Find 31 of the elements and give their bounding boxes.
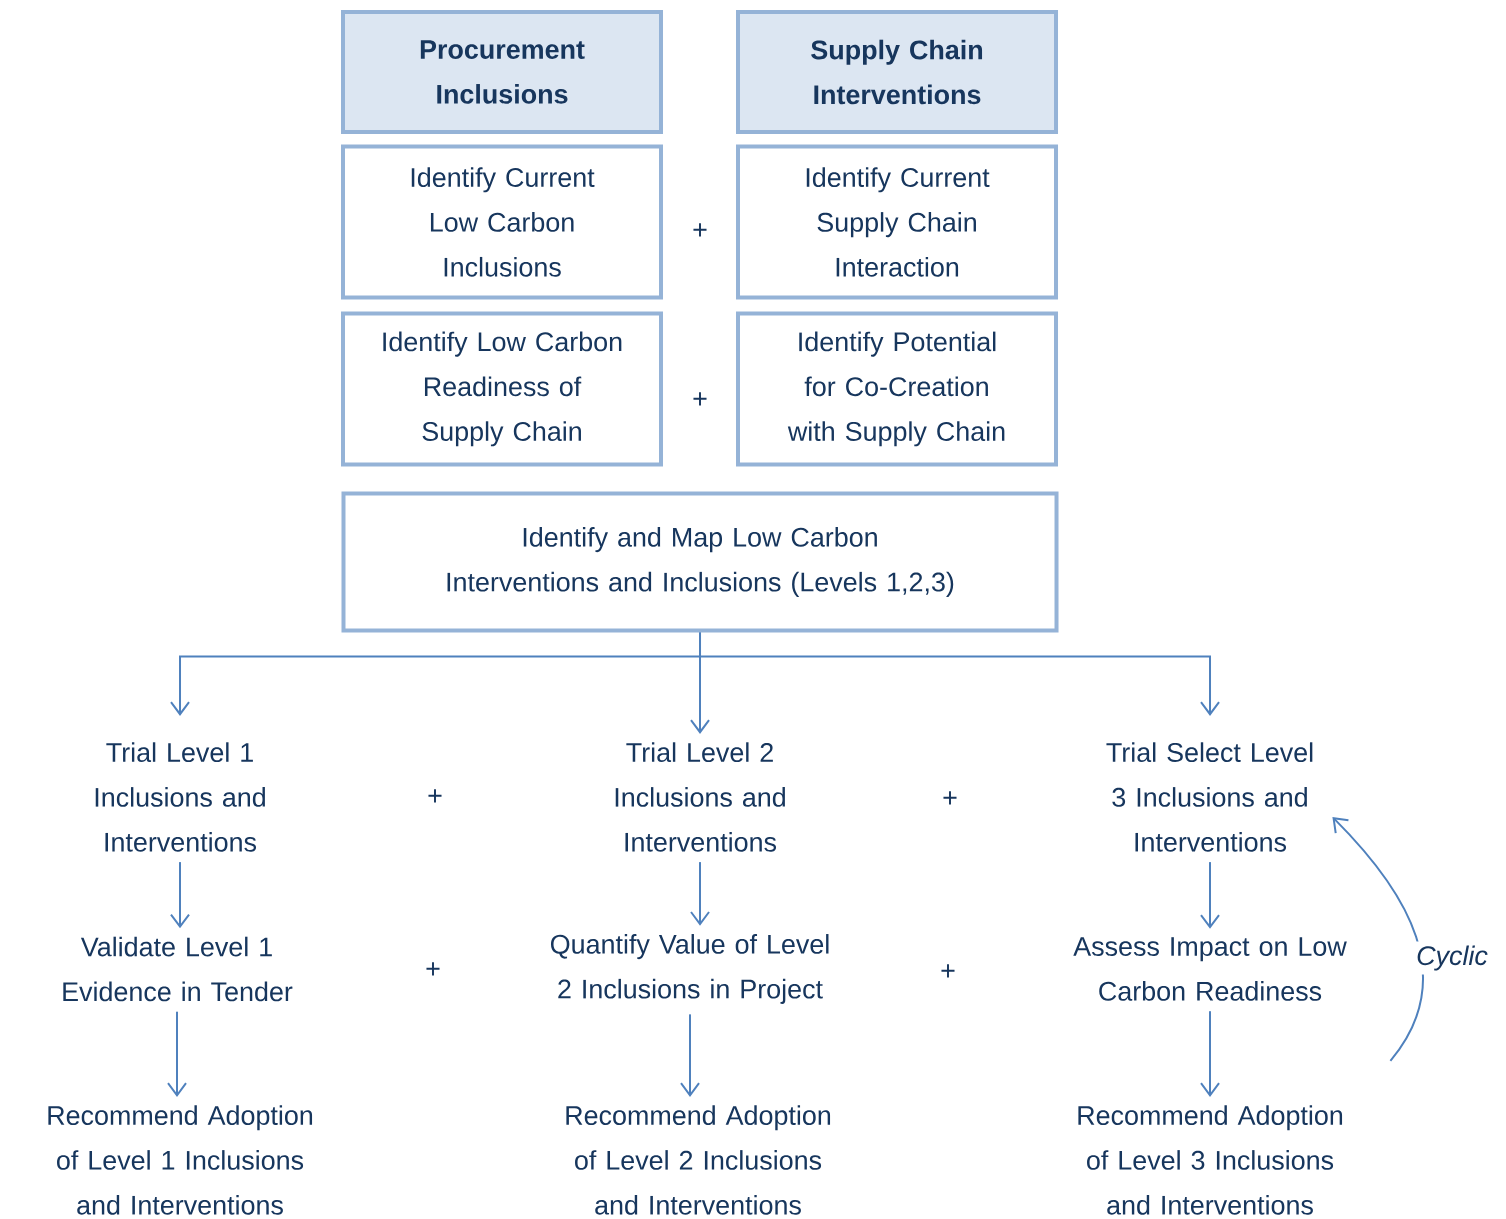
process-box: Identify Low Carbon Readiness of Supply Chain [341, 311, 663, 467]
process-box: Identify and Map Low Carbon Interventions and Inclusions (Levels 1,2,3) [341, 491, 1059, 633]
arrow [170, 861, 190, 929]
step-text: Recommend Adoption of Level 1 Inclusions and Interventions [48, 1105, 313, 1215]
arrow [699, 631, 1220, 716]
header-box: Procurement Inclusions [341, 10, 663, 134]
step-text: Trial Select Level 3 Inclusions and Interventions [1106, 742, 1313, 852]
step-text: Trial Level 1 Inclusions and Interventions [95, 742, 265, 852]
step-text: Assess Impact on Low Carbon Readiness [1073, 937, 1347, 1001]
step-text: Recommend Adoption of Level 3 Inclusions and Interventions [1078, 1105, 1343, 1215]
plus-sign: + [693, 392, 707, 406]
process-box: Identify Potential for Co-Creation with Supply Chain [736, 311, 1058, 467]
step-text: Quantify Value of Level 2 Inclusions in Project [551, 934, 829, 1004]
step-text: Trial Level 2 Inclusions and Interventions [615, 742, 785, 852]
plus-sign: + [426, 962, 440, 976]
step-text: Validate Level 1 Evidence in Tender [63, 936, 293, 1002]
process-box: Identify Current Supply Chain Interaction [736, 144, 1058, 300]
step-text: Recommend Adoption of Level 2 Inclusions and Interventions [566, 1105, 831, 1215]
cyclic-arrow [1332, 817, 1425, 1062]
plus-sign: + [693, 223, 707, 237]
header-box: Supply Chain Interventions [736, 10, 1058, 134]
arrow [1200, 1010, 1220, 1097]
plus-sign: + [941, 964, 955, 978]
plus-sign: + [428, 789, 442, 803]
arrow [690, 861, 710, 926]
arrow [680, 1013, 700, 1097]
process-box: Identify Current Low Carbon Inclusions [341, 144, 663, 300]
plus-sign: + [943, 791, 957, 805]
arrow [167, 1010, 187, 1097]
arrow [1200, 861, 1220, 929]
edge-label: Cyclic [1412, 941, 1492, 975]
